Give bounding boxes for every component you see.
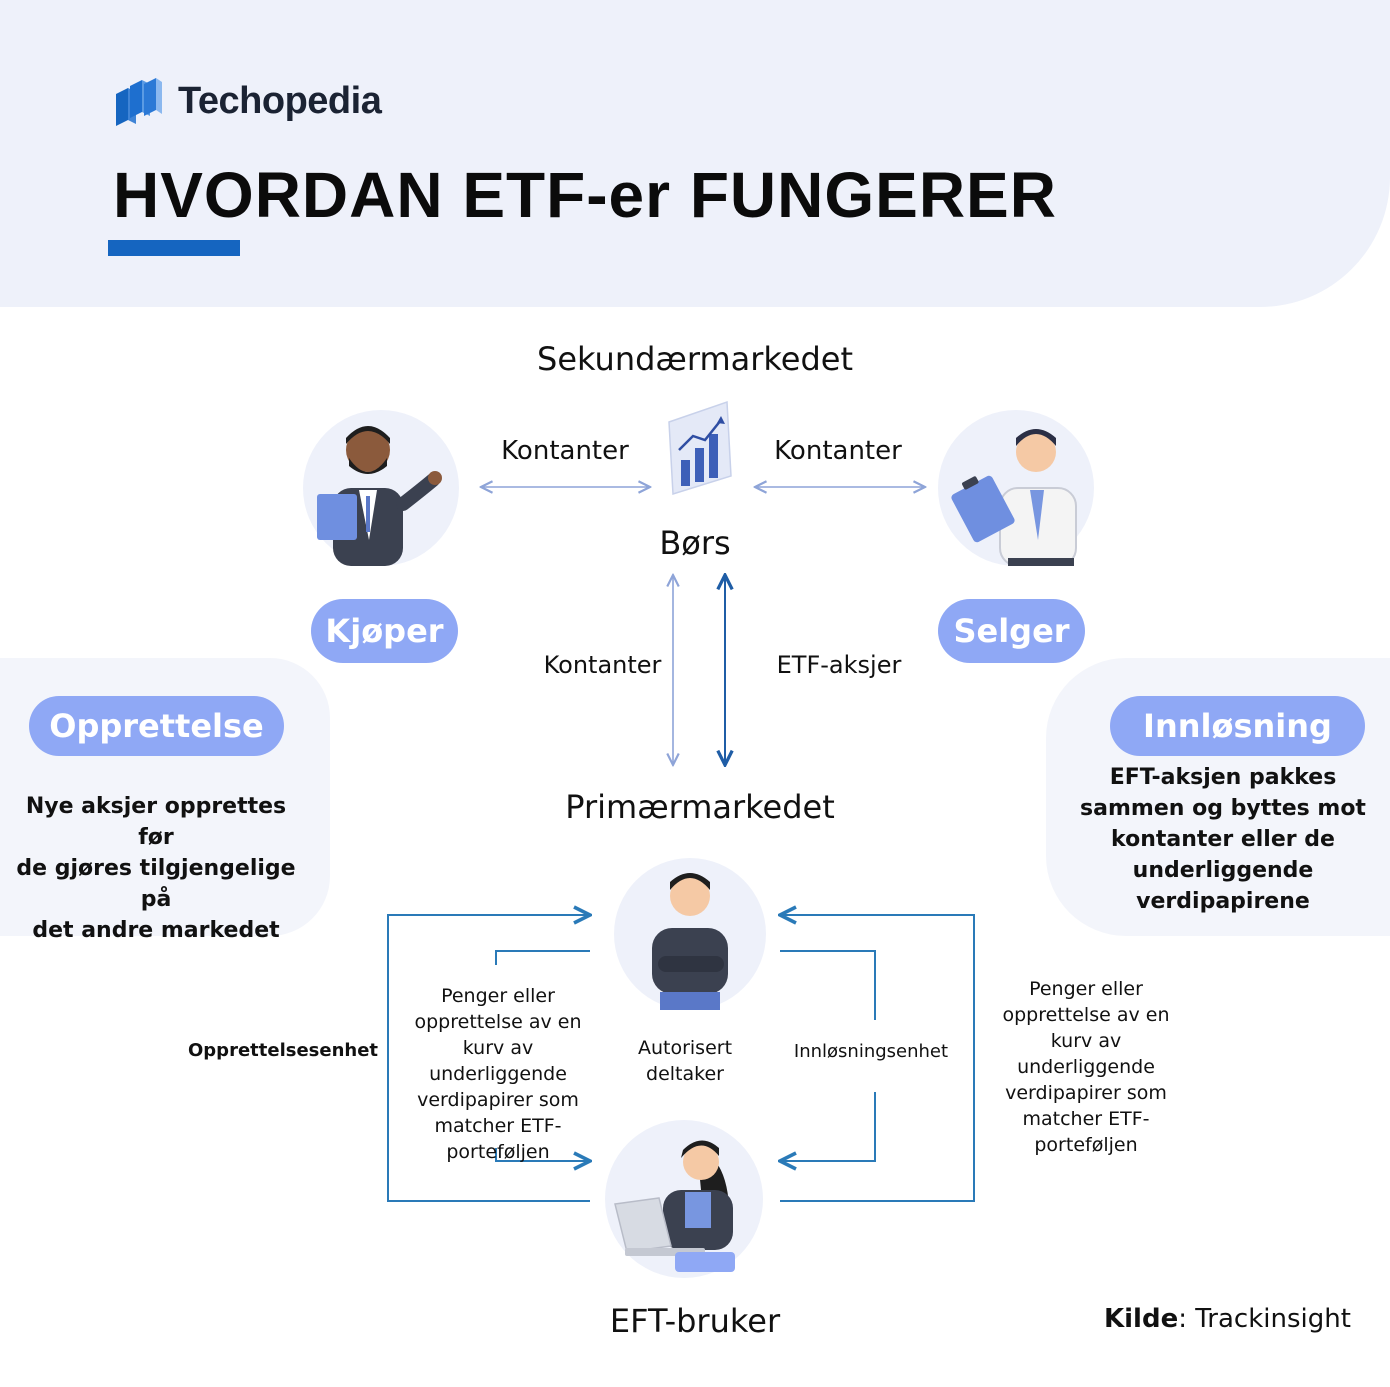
buyer-label: Kjøper <box>311 599 458 663</box>
redemption-unit-label: Innløsningsenhet <box>793 1041 949 1062</box>
seller-label: Selger <box>938 599 1085 663</box>
authorized-participant-avatar <box>614 858 766 1010</box>
buyer-avatar <box>303 410 459 566</box>
source-credit: Kilde: Trackinsight <box>1104 1304 1351 1334</box>
seller-avatar <box>938 410 1094 566</box>
cash-label-right: Kontanter <box>774 436 902 466</box>
exchange-chart-icon <box>665 400 735 495</box>
redemption-description: EFT-aksjen pakkes sammen og byttes mot k… <box>1080 765 1366 914</box>
authorized-participant-label: Autorisert deltaker <box>637 1037 733 1085</box>
techopedia-cube-icon <box>114 76 164 128</box>
redemption-outer-loop <box>780 915 975 1202</box>
primary-market-heading: Primærmarkedet <box>565 788 835 826</box>
creation-label: Opprettelse <box>29 696 284 756</box>
etf-user-avatar <box>605 1120 763 1278</box>
creation-inner-top <box>495 950 590 965</box>
cash-label-left: Kontanter <box>501 436 629 466</box>
creation-inner-bottom <box>495 1148 590 1161</box>
creation-description: Nye aksjer opprettes før de gjøres tilgj… <box>16 794 296 943</box>
creation-unit-label: Opprettelsesenhet <box>188 1040 379 1061</box>
redemption-inner-top <box>780 950 876 1020</box>
redemption-inner-bottom <box>780 1092 876 1161</box>
etf-user-label: EFT-bruker <box>609 1302 781 1340</box>
creation-outer-loop <box>387 915 590 1202</box>
redemption-label: Innløsning <box>1110 696 1365 756</box>
exchange-label: Børs <box>659 524 731 562</box>
title-underline <box>108 240 240 256</box>
page-title: HVORDAN ETF-er FUNGERER <box>113 159 1057 231</box>
cash-flow-label: Kontanter <box>543 651 662 679</box>
source-name: : Trackinsight <box>1178 1304 1351 1334</box>
etf-shares-flow-label: ETF-aksjer <box>776 651 902 679</box>
creation-flow-text: Penger eller opprettelse av en kurv av u… <box>414 985 582 1163</box>
source-prefix: Kilde <box>1104 1304 1179 1334</box>
brand-name: Techopedia <box>178 80 382 122</box>
redemption-flow-text: Penger eller opprettelse av en kurv av u… <box>1002 978 1170 1156</box>
secondary-market-heading: Sekundærmarkedet <box>537 340 853 378</box>
